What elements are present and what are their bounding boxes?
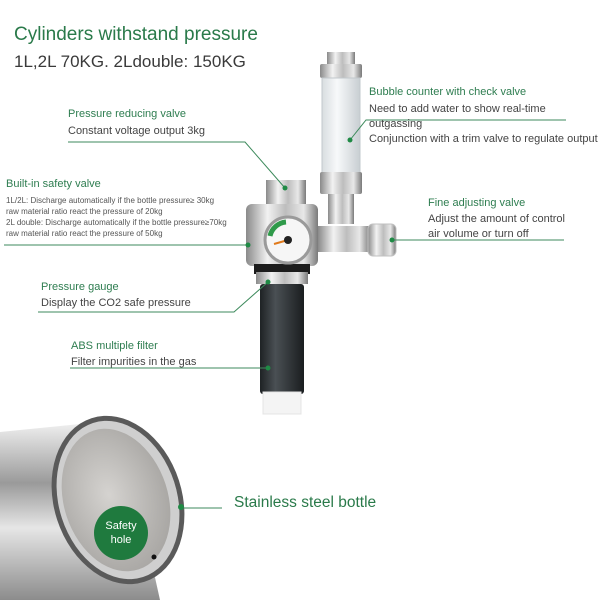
callout-abs-filter: ABS multiple filter Filter impurities in…: [71, 340, 196, 370]
callout-desc: raw material ratio react the pressure of…: [6, 229, 163, 238]
callout-desc: raw material ratio react the pressure of…: [6, 207, 163, 216]
callout-desc: Need to add water to show real-time outg…: [369, 103, 546, 130]
callout-desc: 1L/2L: Discharge automatically if the bo…: [6, 196, 215, 205]
callout-pressure-gauge: Pressure gauge Display the CO2 safe pres…: [41, 281, 191, 311]
leader-dots: [178, 137, 395, 510]
callout-desc: Filter impurities in the gas: [71, 356, 197, 368]
callout-stainless-bottle: Stainless steel bottle: [234, 494, 377, 511]
callout-desc: Conjunction with a trim valve to regulat…: [369, 133, 598, 145]
callout-label: Built-in safety valve: [6, 178, 101, 190]
header-subtitle: 1L,2L 70KG. 2Ldouble: 150KG: [14, 52, 246, 71]
safety-hole-badge: Safety hole: [94, 506, 148, 560]
callout-label: Pressure reducing valve: [68, 108, 187, 120]
header-title: Cylinders withstand pressure: [14, 24, 258, 45]
abs-filter: [260, 284, 304, 415]
callout-fine-adjusting-valve: Fine adjusting valve Adjust the amount o…: [428, 197, 565, 242]
callout-pressure-reducing-valve: Pressure reducing valve Constant voltage…: [68, 108, 205, 139]
callout-label: Fine adjusting valve: [428, 197, 526, 209]
bubble-counter: [320, 52, 362, 224]
fine-adjusting-valve: [318, 223, 397, 257]
stainless-bottle: [0, 415, 185, 600]
callout-desc: Constant voltage output 3kg: [68, 125, 205, 137]
callout-desc: Display the CO2 safe pressure: [41, 297, 191, 309]
leader-lines: [4, 119, 566, 509]
callout-safety-valve: Built-in safety valve 1L/2L: Discharge a…: [6, 178, 227, 239]
callout-label: Bubble counter with check valve: [369, 86, 527, 98]
pressure-gauge-dial: [263, 215, 313, 265]
callout-desc: 2L double: Discharge automatically if th…: [6, 218, 227, 227]
safety-hole-line1: Safety: [105, 520, 137, 532]
callout-desc: Adjust the amount of control: [428, 213, 565, 225]
safety-hole-line2: hole: [110, 534, 132, 546]
callout-label: Pressure gauge: [41, 281, 119, 293]
callout-bubble-counter: Bubble counter with check valve Need to …: [369, 86, 600, 147]
callout-desc: air volume or turn off: [428, 228, 529, 240]
callout-label: ABS multiple filter: [71, 340, 158, 352]
